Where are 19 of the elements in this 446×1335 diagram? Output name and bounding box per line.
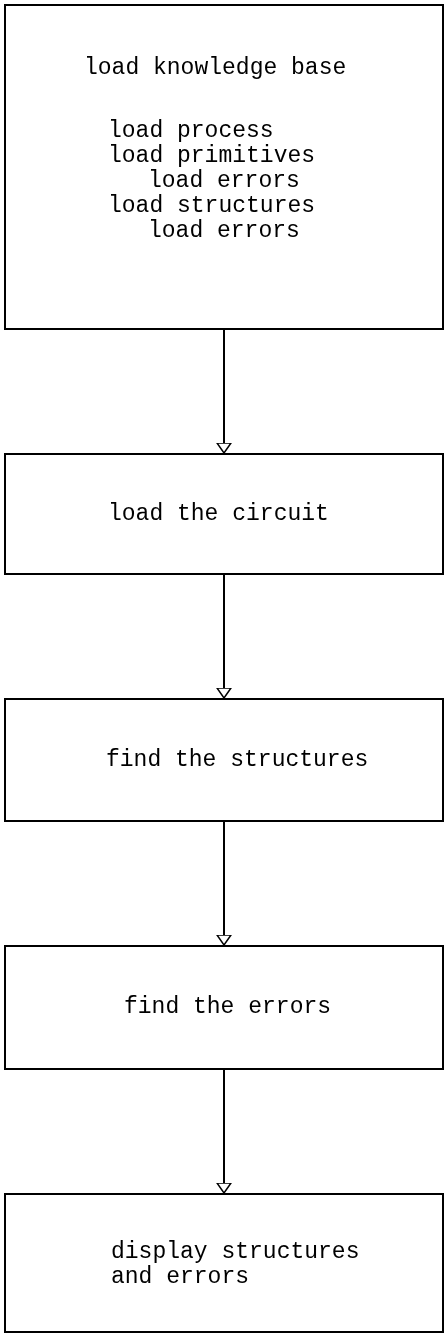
box-label: find the structures [106, 748, 370, 773]
arrow [216, 329, 232, 454]
step-text: load primitives [108, 144, 317, 169]
step-text: load errors [148, 169, 301, 194]
process-box [4, 945, 444, 1070]
process-box [4, 1193, 444, 1333]
process-box [4, 698, 444, 822]
process-box [4, 453, 444, 575]
box-label: display structures and errors [111, 1240, 361, 1290]
step-text: load process [108, 119, 275, 144]
box-label: load knowledge base [84, 56, 348, 81]
process-box [4, 4, 444, 330]
box-label: find the errors [124, 995, 333, 1020]
step-text: load errors [148, 219, 301, 244]
box-label: load the circuit [108, 502, 330, 527]
step-text: load structures [108, 194, 317, 219]
arrow [216, 574, 232, 699]
arrow [216, 821, 232, 946]
arrow [216, 1069, 232, 1194]
